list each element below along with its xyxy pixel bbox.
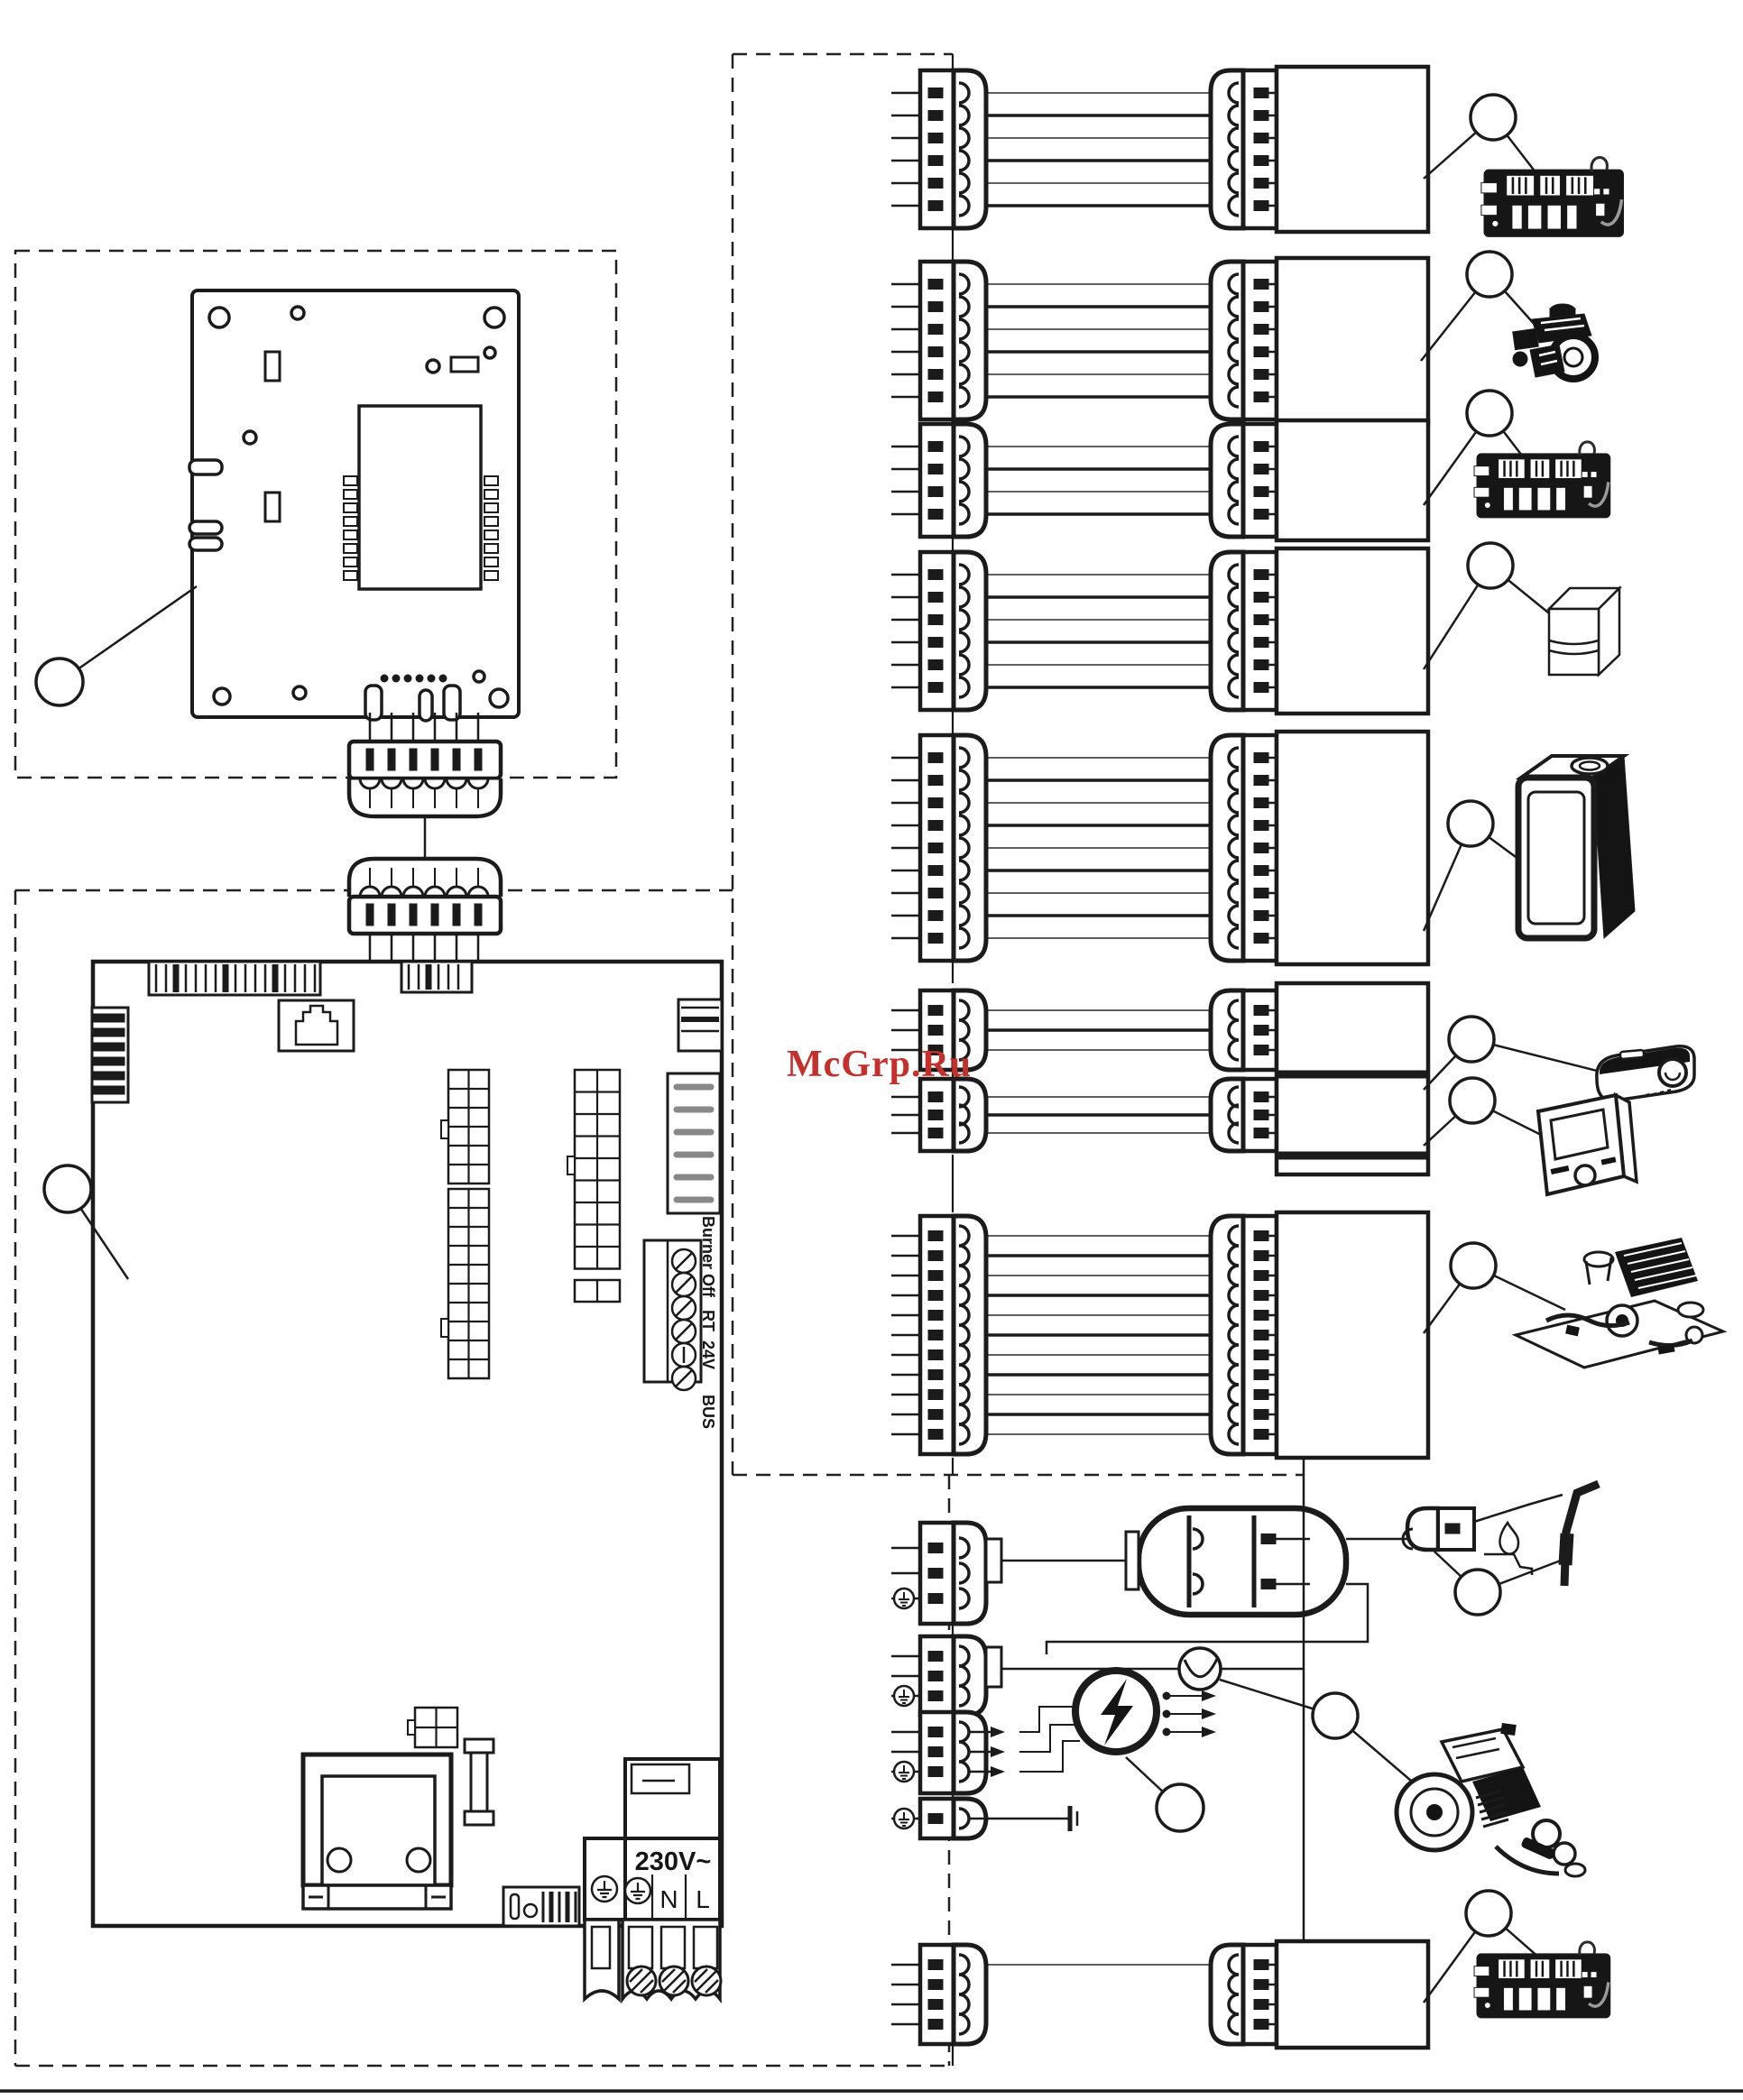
low-voltage-terminal-block [642, 1239, 703, 1392]
room-programmer-icon [1536, 1091, 1639, 1197]
callout-circle-row-9 [1464, 1889, 1513, 1938]
neutral-terminal-label: N [659, 1885, 678, 1913]
display-board-connector [346, 713, 503, 819]
connector-row-6 [891, 988, 1299, 1073]
line-terminal-label: L [696, 1885, 710, 1913]
hydraulic-assembly-icon [1511, 1238, 1728, 1369]
control-box-icon [1545, 585, 1623, 677]
callout-circle-row-1 [1469, 93, 1517, 142]
low-voltage-terminal-labels: Burner Off RT 24V BUS [698, 1216, 722, 1429]
callout-circle-ignition-electrode [1453, 1568, 1502, 1616]
24v-label: 24V [699, 1340, 717, 1370]
ignition-electrode-icon [1473, 1479, 1600, 1587]
connector-row-3 [891, 418, 1431, 543]
mains-transformer [300, 1752, 454, 1911]
display-board [188, 289, 521, 723]
ignition-section [891, 1458, 1476, 1941]
callout-circle-row-5 [1446, 799, 1495, 848]
connector-row-7 [891, 1076, 1299, 1154]
gas-valve-icon [1512, 303, 1599, 382]
callout-circles [34, 93, 1517, 1938]
connector-row-9 [891, 1939, 1431, 2050]
spark-generator-icon [1072, 1667, 1160, 1755]
mains-voltage-label: 230V~ [634, 1847, 712, 1876]
rt-label: RT [699, 1310, 717, 1331]
pump-symbol-icon [1177, 1646, 1222, 1691]
main-board [90, 959, 724, 2004]
connector-row-2 [891, 255, 1431, 426]
remote-control-icon [1595, 1045, 1696, 1102]
boiler-icon [1515, 754, 1636, 942]
callout-circle-main-board [42, 1164, 93, 1214]
callout-circle-row-8 [1449, 1241, 1498, 1290]
row-6-7-box [1274, 981, 1431, 1177]
flame-icon [1484, 1520, 1534, 1575]
main-board-connector [346, 856, 503, 962]
pcb-module-icon [1472, 440, 1612, 520]
connector-row-1 [891, 64, 1431, 235]
pcb-module-icon [1480, 155, 1626, 239]
burner-off-label: Burner Off [699, 1216, 717, 1297]
connector-row-8 [891, 1210, 1431, 1460]
callout-circle-row-2 [1465, 250, 1514, 299]
connector-row-5 [891, 729, 1431, 967]
display-window [357, 404, 483, 591]
callout-circle-row-7 [1448, 1076, 1497, 1125]
callout-circle-spark-generator [1155, 1782, 1205, 1833]
callout-circle-row-4 [1466, 541, 1515, 590]
pcb-module-icon [1472, 1940, 1612, 2020]
callout-circle-row-3 [1465, 389, 1514, 438]
callout-circle-row-6 [1447, 1015, 1496, 1064]
bus-label: BUS [699, 1395, 717, 1430]
pump-icon [1394, 1722, 1587, 1878]
callout-circle-pump [1311, 1691, 1360, 1740]
connector-row-4 [891, 546, 1431, 716]
callout-circle-display-board [34, 657, 85, 707]
mains-terminal-block [583, 1757, 723, 2004]
watermark-text: McGrp.Ru [787, 1044, 973, 1085]
